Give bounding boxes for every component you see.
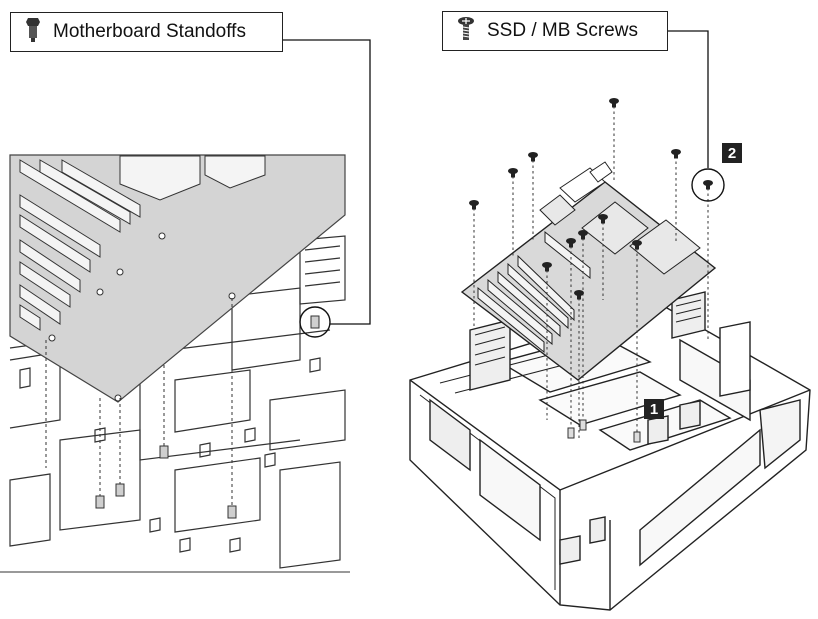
case-assembly-view — [409, 98, 811, 611]
standoffs-leader-line — [283, 39, 371, 325]
standoff-highlight-circle — [299, 306, 331, 338]
screw-highlight-circle — [691, 168, 725, 202]
memory-slots — [19, 155, 266, 331]
mb-screws — [469, 98, 713, 300]
step-badge-1: 1 — [644, 399, 664, 419]
screws-callout-label: SSD / MB Screws — [487, 20, 638, 41]
board-mount-holes — [48, 232, 236, 402]
screws-leader-line — [668, 30, 709, 168]
mb-expansion-slots — [477, 230, 591, 354]
standoff-posts — [95, 315, 320, 519]
screw-icon — [457, 16, 475, 47]
detail-view-standoffs — [0, 154, 350, 573]
ssd-screw-marks — [567, 419, 641, 443]
step-badge-2: 2 — [722, 143, 742, 163]
standoffs-callout: Motherboard Standoffs — [10, 12, 283, 52]
screw-drop-lines — [473, 106, 709, 440]
mb-components — [539, 161, 701, 275]
screws-callout: SSD / MB Screws — [442, 11, 668, 51]
chassis-body — [409, 291, 811, 611]
alignment-lines — [45, 298, 233, 508]
standoffs-callout-label: Motherboard Standoffs — [53, 21, 246, 42]
standoff-icon — [25, 17, 41, 48]
